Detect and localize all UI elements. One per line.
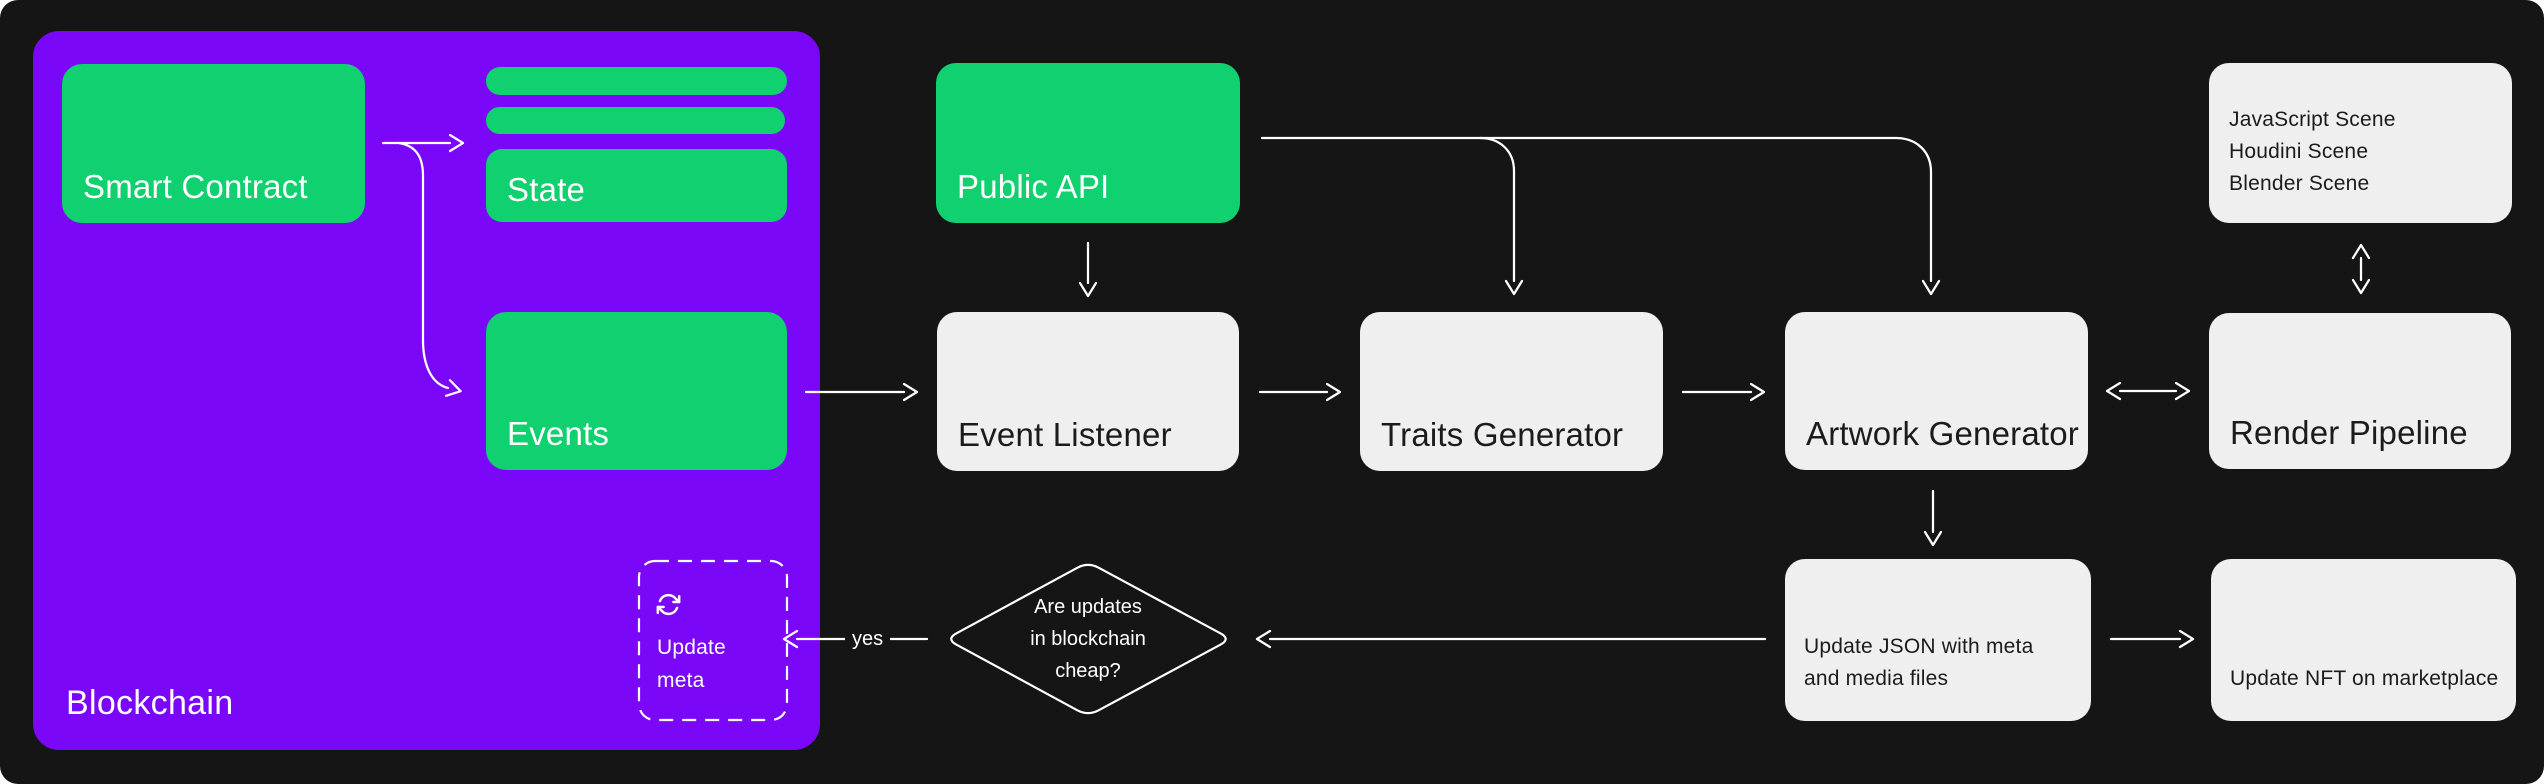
node-event-listener: Event Listener <box>937 312 1239 471</box>
node-render-pipeline: Render Pipeline <box>2209 313 2511 469</box>
refresh-icon <box>655 591 682 618</box>
scene-item-houdini: Houdini Scene <box>2229 140 2369 163</box>
node-label: Events <box>507 415 610 452</box>
scene-item-javascript: JavaScript Scene <box>2229 108 2396 131</box>
scene-item-blender: Blender Scene <box>2229 172 2370 195</box>
node-label-line: Update JSON with meta <box>1804 635 2034 658</box>
node-label: State <box>507 171 586 208</box>
node-update-nft: Update NFT on marketplace <box>2211 559 2516 721</box>
node-label: Traits Generator <box>1381 416 1624 453</box>
edge-public-api-to-traits-generator <box>1478 136 1524 296</box>
node-label: Smart Contract <box>83 168 308 205</box>
node-label-line: and media files <box>1804 667 1949 690</box>
node-traits-generator: Traits Generator <box>1360 312 1663 471</box>
node-label-line: Update <box>657 636 726 659</box>
node-public-api: Public API <box>936 63 1240 223</box>
edge-public-api-to-artwork-generator <box>1260 136 1941 296</box>
node-label: Render Pipeline <box>2230 414 2468 451</box>
decision-line: in blockchain <box>1030 628 1146 650</box>
node-smart-contract: Smart Contract <box>62 64 365 223</box>
decision-node-text: Are updates in blockchain cheap? <box>968 562 1208 716</box>
node-label-line: meta <box>657 669 705 692</box>
decision-line: cheap? <box>1055 660 1121 682</box>
node-label: Event Listener <box>958 416 1172 453</box>
node-label: Artwork Generator <box>1806 415 2079 452</box>
node-update-json: Update JSON with meta and media files <box>1785 559 2091 721</box>
node-artwork-generator: Artwork Generator <box>1785 312 2088 470</box>
blockchain-panel-title: Blockchain <box>66 684 234 722</box>
node-update-meta: Update meta <box>638 560 787 721</box>
node-label: Public API <box>957 168 1110 205</box>
node-events: Events <box>486 312 787 470</box>
state-bar-1 <box>486 67 787 95</box>
decision-line: Are updates <box>1034 596 1142 618</box>
edge-label-yes: yes <box>845 624 891 655</box>
node-scene-list: JavaScript Scene Houdini Scene Blender S… <box>2209 63 2512 223</box>
node-state: State <box>486 149 787 222</box>
node-label: Update NFT on marketplace <box>2230 667 2499 690</box>
state-bar-2 <box>486 107 785 134</box>
